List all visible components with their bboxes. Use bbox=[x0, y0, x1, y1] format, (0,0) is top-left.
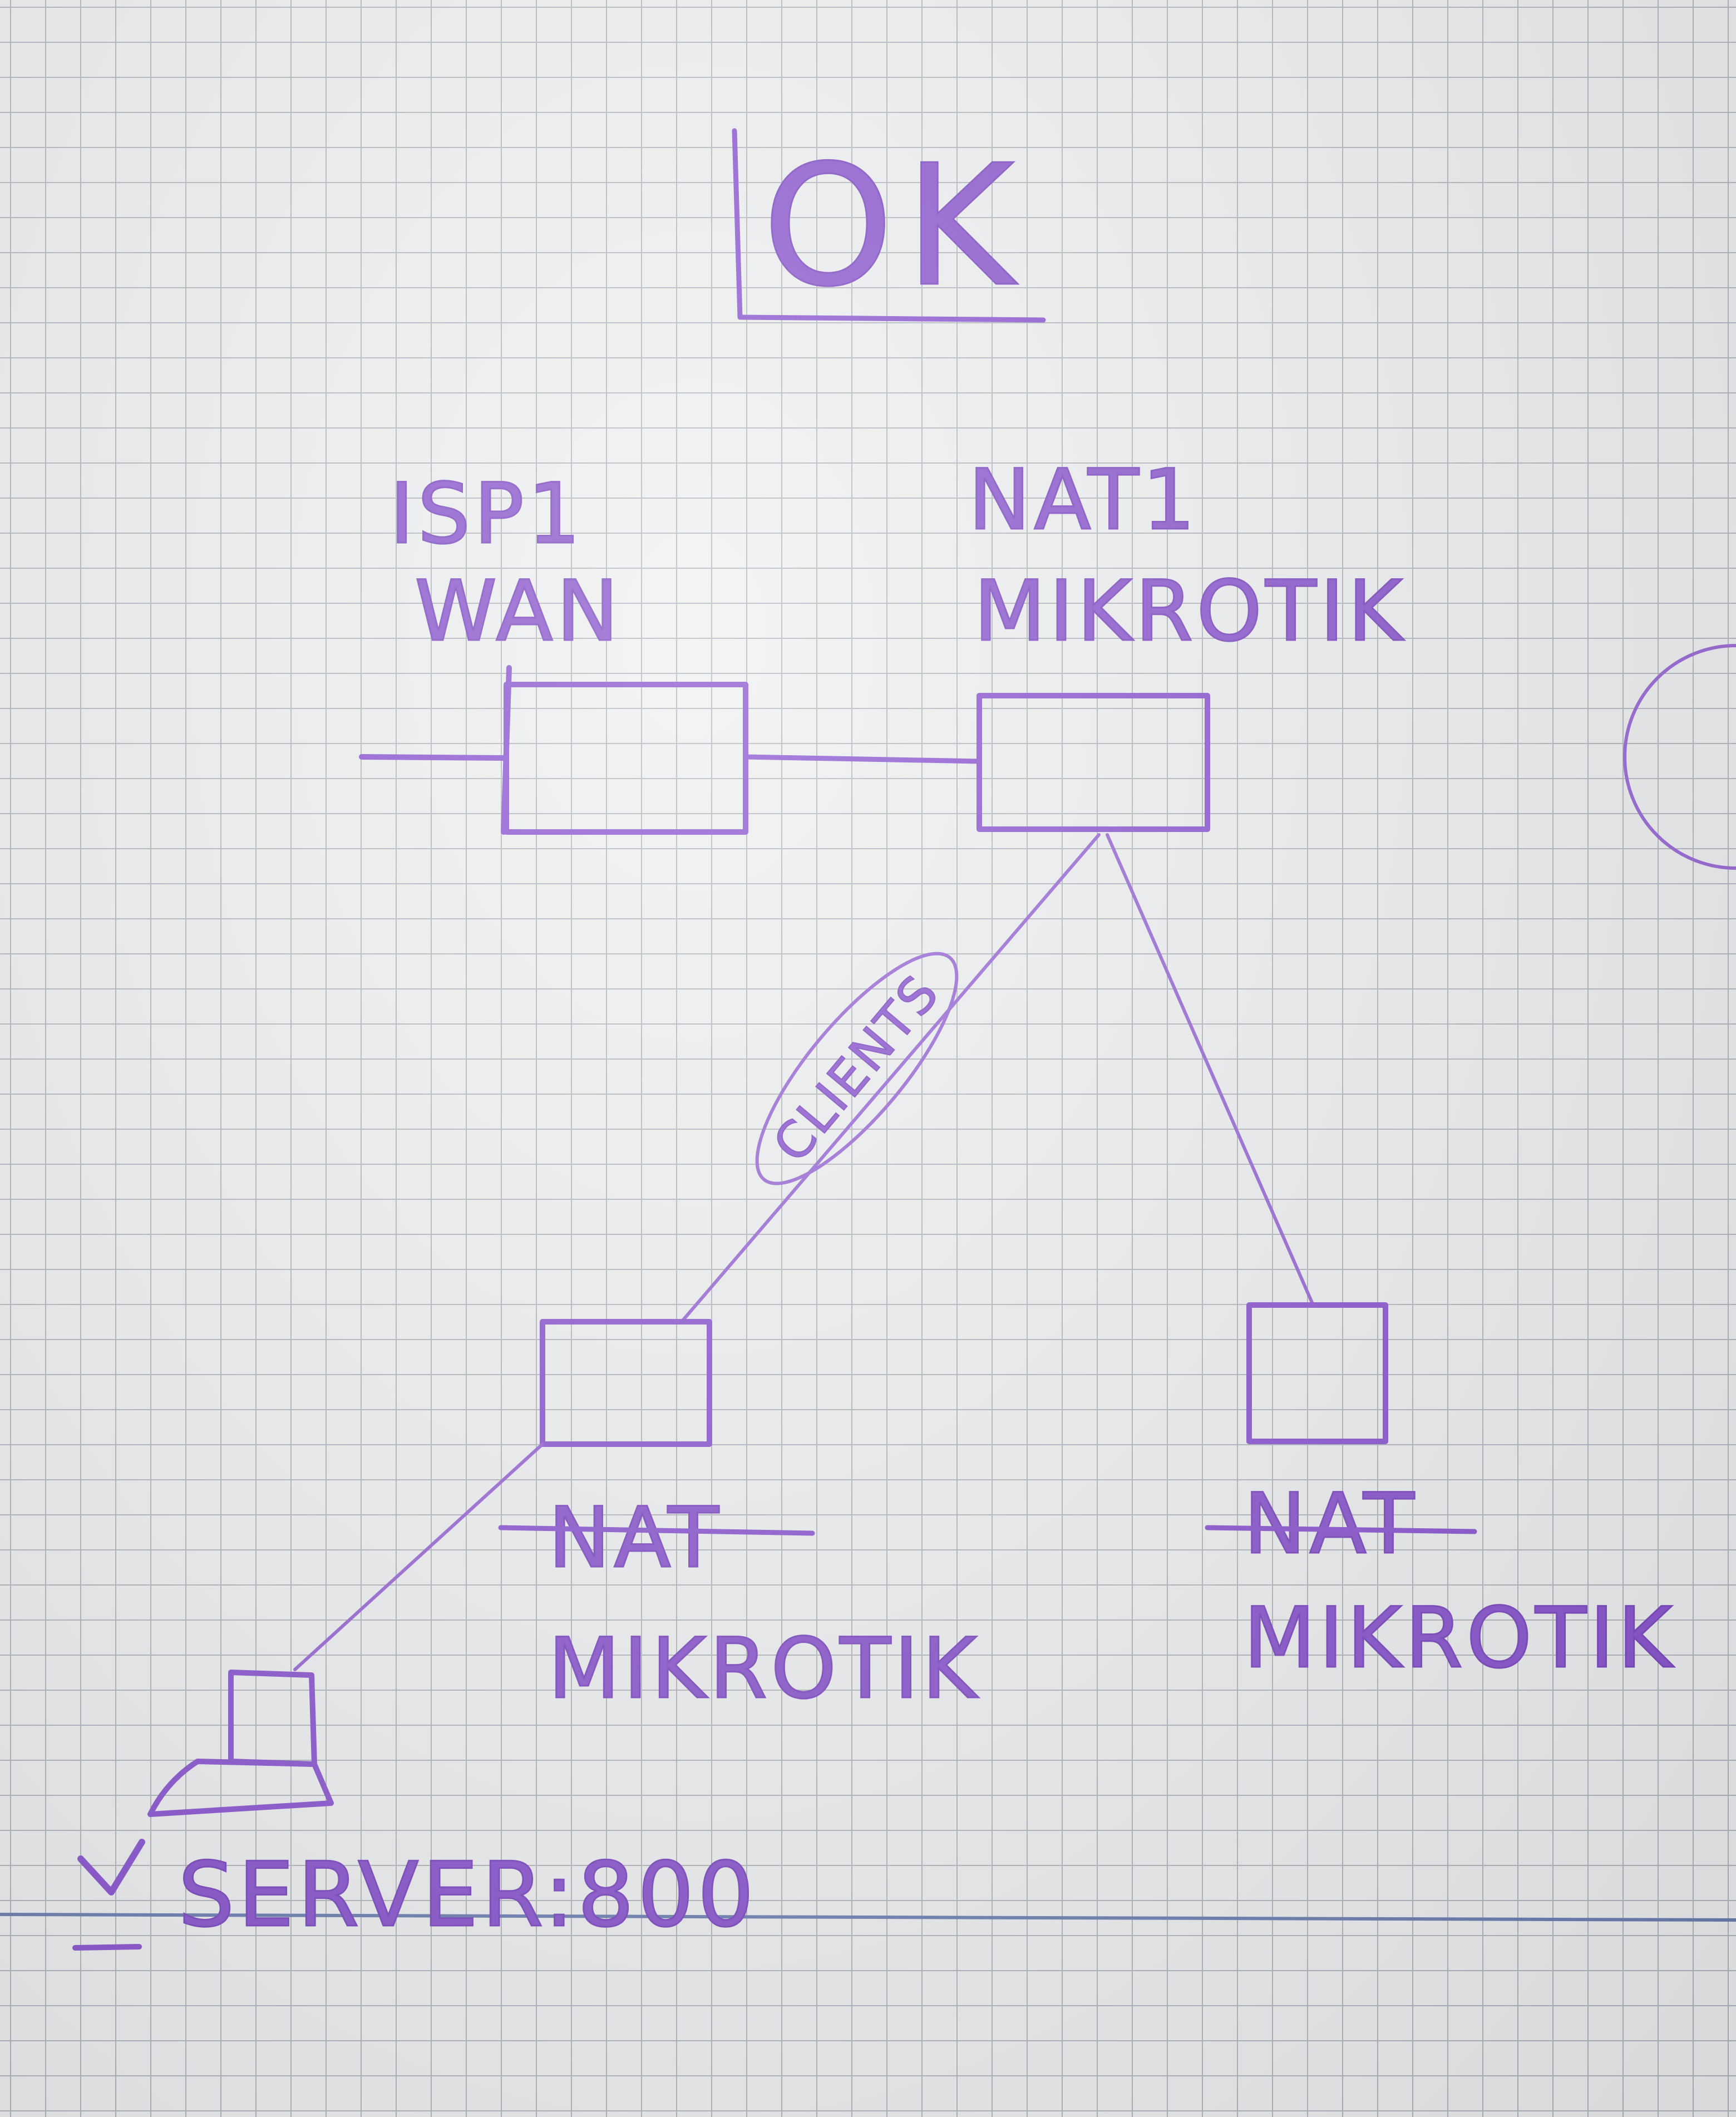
laptop-icon bbox=[147, 1670, 334, 1817]
node-nat-right-box bbox=[1246, 1302, 1388, 1444]
edge-isp-nat1 bbox=[743, 754, 982, 764]
node-nat1-line1: NAT1 bbox=[968, 452, 1199, 549]
node-nat-left-line2: MIKROTIK bbox=[548, 1621, 980, 1717]
checkmark-icon bbox=[72, 1839, 145, 1951]
node-isp-line1: ISP1 bbox=[389, 466, 584, 563]
node-nat-left-strike bbox=[498, 1525, 815, 1536]
node-nat-left-box bbox=[540, 1319, 712, 1447]
edge-label-clients: CLIENTS bbox=[755, 952, 959, 1185]
node-nat1-line2: MIKROTIK bbox=[974, 563, 1406, 660]
node-nat1-box bbox=[976, 693, 1210, 832]
wan-tick-mark bbox=[501, 665, 512, 835]
node-nat-right-strike bbox=[1205, 1525, 1477, 1534]
node-nat-left: NAT MIKROTIK bbox=[498, 1319, 980, 1719]
clients-label: CLIENTS bbox=[762, 963, 951, 1173]
node-isp-box bbox=[504, 682, 748, 835]
partial-circle-shape bbox=[1623, 644, 1736, 870]
title-group: OK bbox=[732, 128, 1046, 324]
server-label: SERVER:800 bbox=[178, 1843, 757, 1947]
node-nat-right: NAT MIKROTIK bbox=[1205, 1302, 1676, 1688]
title-text: OK bbox=[762, 129, 1025, 323]
edge-nat1-left bbox=[680, 833, 1101, 1323]
edge-nat1-right bbox=[1106, 833, 1315, 1307]
node-nat1: NAT1 MIKROTIK bbox=[968, 451, 1406, 832]
wan-uplink-line bbox=[359, 754, 509, 761]
node-isp: ISP1 WAN bbox=[359, 465, 748, 835]
title-bracket bbox=[732, 128, 1046, 323]
node-nat-left-line1: NAT bbox=[548, 1490, 722, 1587]
node-nat-right-line2: MIKROTIK bbox=[1244, 1590, 1676, 1687]
margin-line bbox=[0, 1913, 1736, 1922]
edge-nat-left-server bbox=[293, 1442, 544, 1671]
clients-ellipse bbox=[755, 952, 959, 1185]
node-nat-right-line1: NAT bbox=[1244, 1476, 1418, 1573]
node-server: SERVER:800 bbox=[72, 1670, 757, 1951]
node-isp-line2: WAN bbox=[415, 563, 622, 660]
